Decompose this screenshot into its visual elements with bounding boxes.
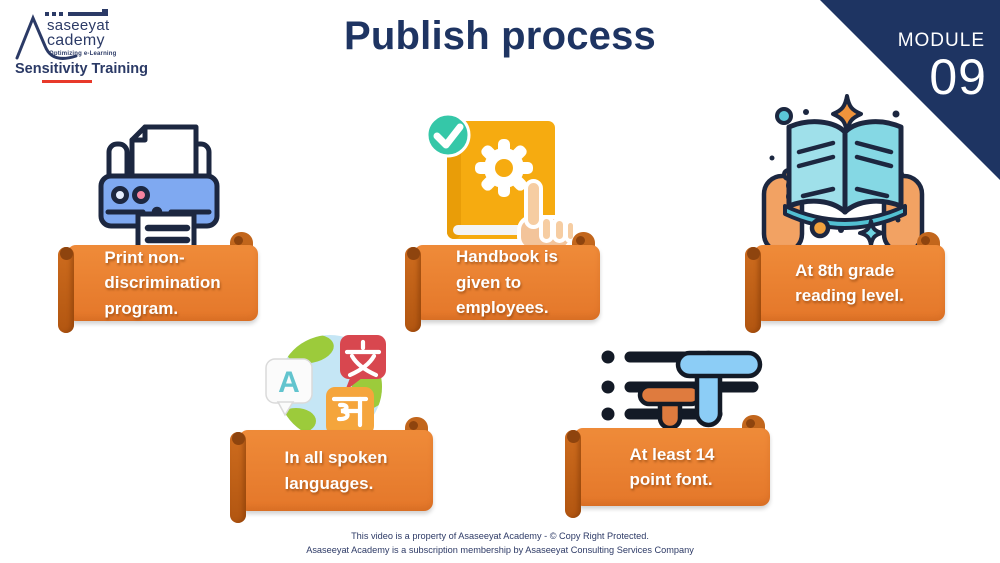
banner-text: In all spoken languages. — [284, 448, 388, 493]
handbook-check-icon — [425, 112, 577, 250]
banner-languages: In all spoken languages. — [230, 417, 433, 523]
banner-text: Handbook is given to employees. — [455, 247, 558, 318]
logo-subtitle: Sensitivity Training — [15, 61, 148, 77]
logo-red-underline — [42, 80, 92, 83]
scroll-body — [67, 245, 258, 321]
pointing-hand-icon — [517, 179, 577, 250]
devanagari-glyph — [331, 396, 369, 428]
logo-name-top: saseeyat — [47, 17, 110, 34]
scroll-curl — [745, 247, 761, 333]
check-circle-icon — [425, 112, 471, 158]
page-title: Publish process — [344, 14, 656, 58]
copyright-footer: This video is a property of Asaseeyat Ac… — [0, 530, 1000, 558]
academy-logo: saseeyat cademy Optimizing e-Learning Se… — [12, 6, 152, 90]
cjk-bubble — [340, 335, 386, 391]
logo-name-bottom: cademy — [47, 32, 105, 49]
scroll-body — [754, 245, 945, 321]
banner-text: Print non- discrimination program. — [104, 247, 221, 318]
logo-tagline: Optimizing e-Learning — [49, 51, 117, 57]
latin-bubble: A — [265, 358, 313, 417]
translation-globe-icon: A — [265, 335, 386, 439]
banner-handbook: Handbook is given to employees. — [405, 232, 600, 332]
footer-line1: This video is a property of Asaseeyat Ac… — [351, 531, 649, 542]
module-number: 09 — [929, 49, 987, 105]
banner-font-size: At least 14 point font. — [565, 415, 770, 518]
big-letter-t — [675, 350, 763, 428]
cjk-glyph — [344, 339, 382, 378]
footer-line2: Asaseeyat Academy is a subscription memb… — [306, 545, 694, 556]
reading-book-icon — [761, 94, 925, 250]
scroll-curl — [58, 247, 74, 333]
banner-text: At 8th grade reading level. — [795, 260, 904, 306]
scroll-body — [574, 428, 770, 506]
printer-icon — [98, 124, 220, 250]
small-letter-t — [637, 383, 703, 431]
banner-reading-level: At 8th grade reading level. — [745, 232, 945, 333]
banner-text: At least 14 point font. — [629, 444, 715, 490]
latin-glyph: A — [278, 366, 300, 399]
scroll-curl — [565, 430, 581, 518]
logo-a-swoosh-icon — [15, 14, 78, 60]
module-label: MODULE — [897, 30, 985, 51]
scroll-body — [239, 430, 433, 511]
scroll-curl — [405, 247, 421, 332]
gear-icon — [475, 139, 533, 197]
scroll-curl — [230, 432, 246, 523]
font-size-icon — [601, 350, 763, 431]
open-book — [783, 119, 907, 230]
banner-print-program: Print non- discrimination program. — [58, 232, 258, 333]
scroll-body — [414, 245, 600, 320]
devanagari-tile — [326, 387, 374, 435]
